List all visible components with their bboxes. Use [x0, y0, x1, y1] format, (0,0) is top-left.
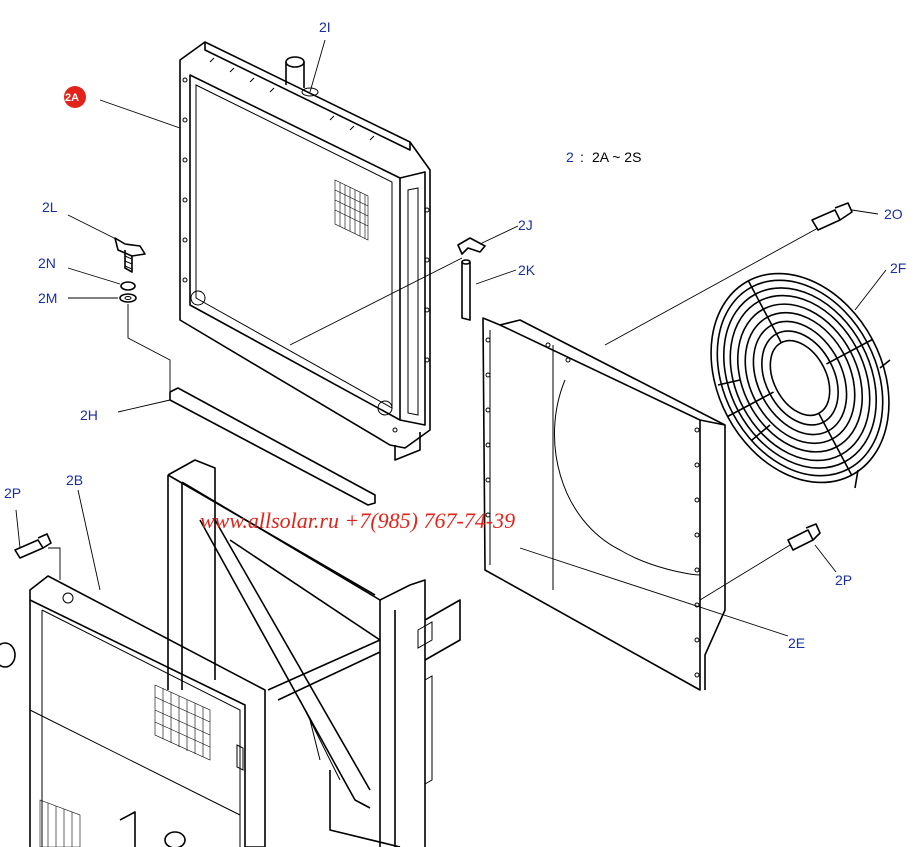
radiator-upper	[179, 41, 431, 461]
nut	[120, 281, 136, 291]
bolt-left	[14, 533, 52, 559]
callout-2F: 2F	[890, 260, 906, 276]
callout-2E: 2E	[788, 635, 805, 651]
legend-separator: :	[580, 149, 584, 165]
wing-bolt	[114, 237, 146, 273]
bolt-top	[811, 202, 853, 231]
svg-text:2A: 2A	[65, 92, 79, 104]
radiator-lower	[0, 575, 266, 847]
callout-2A: 2A	[64, 86, 86, 108]
support-frame	[167, 459, 461, 847]
callout-2M: 2M	[38, 290, 57, 306]
pin	[461, 259, 471, 321]
legend-range: 2A ~ 2S	[592, 149, 641, 165]
clip	[457, 237, 486, 255]
callout-2L: 2L	[42, 199, 58, 215]
fan-shroud	[482, 317, 726, 691]
callout-2P-left: 2P	[4, 485, 21, 501]
group-legend: 2 : 2A ~ 2S	[566, 149, 641, 165]
watermark: www.allsolar.ru +7(985) 767-74-39	[200, 508, 515, 533]
callout-2I: 2I	[319, 19, 331, 35]
callouts: 2I 2A 2L 2N 2M 2J 2K 2H 2O 2F 2P 2B 2P 2…	[4, 19, 906, 651]
legend-group: 2	[566, 149, 574, 165]
washer	[119, 293, 137, 303]
leader-lines	[15, 39, 887, 637]
callout-2P-right: 2P	[835, 572, 852, 588]
callout-2N: 2N	[38, 255, 56, 271]
callout-2B: 2B	[66, 472, 83, 488]
fan-guard	[710, 272, 891, 489]
callout-2J: 2J	[518, 217, 533, 233]
callout-2K: 2K	[518, 262, 536, 278]
callout-2O: 2O	[884, 206, 903, 222]
callout-2H: 2H	[80, 407, 98, 423]
bracket	[169, 387, 376, 506]
bolt-right	[787, 523, 821, 551]
callout-2A-badge	[64, 86, 86, 108]
